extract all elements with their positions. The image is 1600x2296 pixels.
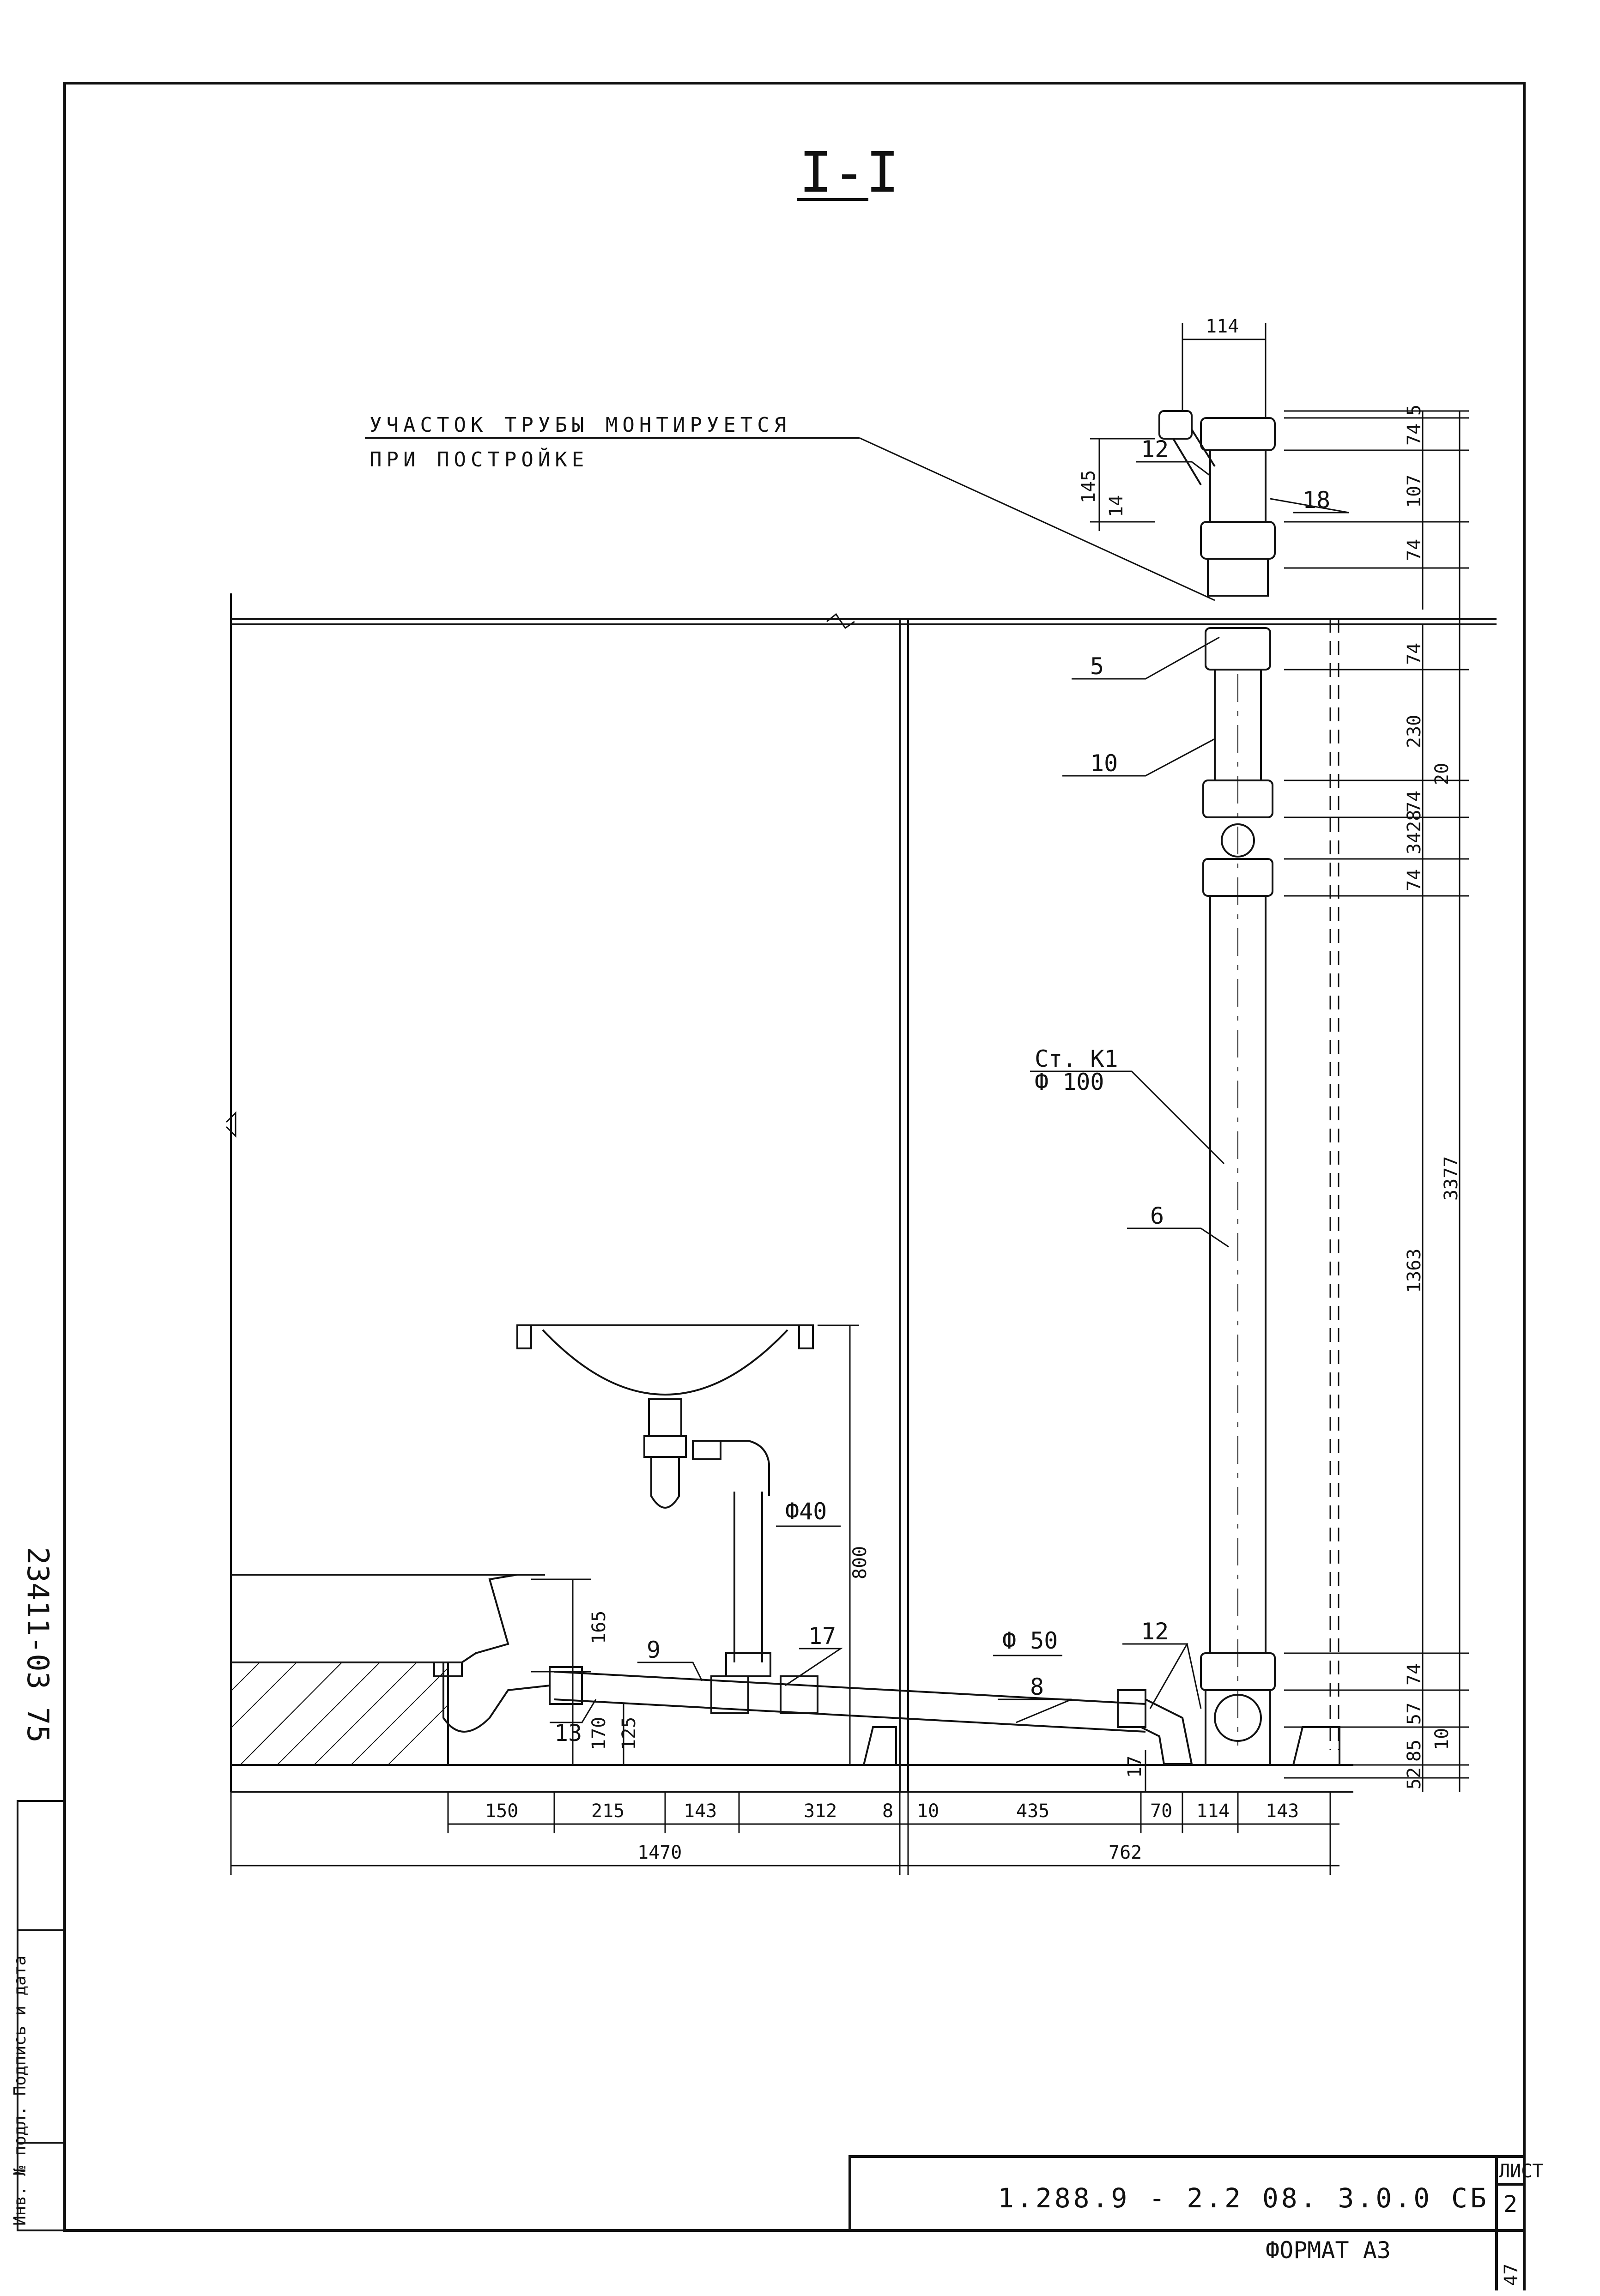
dim-125: 125 (618, 1717, 640, 1750)
side-stamp-text: Инв. № подл. Подпись и дата (11, 1956, 30, 2226)
dim-70: 70 (1150, 1801, 1172, 1822)
dim-8: 8 (882, 1801, 893, 1822)
note-leader (859, 437, 1215, 601)
dim-215: 215 (591, 1801, 624, 1822)
dim-74-d: 74 (1404, 791, 1425, 813)
drawing-frame (63, 82, 1526, 2232)
dim-74-e: 74 (1404, 869, 1425, 891)
dim-10: 10 (1431, 1728, 1453, 1750)
dim-5: 5 (1404, 405, 1425, 416)
dim-52: 52 (1404, 1767, 1425, 1789)
dim-3428: 3428 (1404, 810, 1425, 854)
dim-114-bottom: 114 (1196, 1801, 1230, 1822)
note-line-1: УЧАСТОК ТРУБЫ МОНТИРУЕТСЯ (370, 413, 791, 437)
dim-1470: 1470 (637, 1842, 682, 1863)
side-stamp-strip (17, 1800, 66, 2231)
dim-143-a: 143 (684, 1801, 717, 1822)
drawing-code: 1.288.9 - 2.2 08. 3.0.0 СБ (998, 2182, 1489, 2214)
callout-18: 18 (1303, 487, 1330, 514)
callout-17: 17 (808, 1623, 836, 1649)
dim-85: 85 (1404, 1740, 1425, 1762)
diameter-50: Ф 50 (1002, 1627, 1058, 1654)
bottom-dimension-lines (230, 1792, 1339, 1875)
callout-9: 9 (647, 1637, 661, 1663)
callout-12-bottom: 12 (1141, 1618, 1169, 1645)
dim-74-b: 74 (1404, 539, 1425, 561)
dim-114-top: 114 (1206, 316, 1239, 337)
section-title: I-I (799, 141, 899, 205)
riser-pipe (1158, 410, 1276, 1765)
washbasin (516, 1324, 814, 1509)
partition-wall (899, 619, 909, 1792)
inventory-number: 23411-03 75 (20, 1547, 55, 1743)
riser-label-line1: Ст. К1 (1035, 1045, 1118, 1072)
page-mark: 47 (1501, 2264, 1522, 2286)
bathtub-section (230, 1574, 545, 1766)
diameter-40: Ф40 (785, 1498, 827, 1525)
dim-1363: 1363 (1404, 1249, 1425, 1293)
callout-5: 5 (1090, 653, 1104, 680)
dim-143-b: 143 (1266, 1801, 1299, 1822)
riser-label-leader (1030, 1070, 1225, 1165)
dim-800: 800 (849, 1546, 871, 1579)
dim-435: 435 (1016, 1801, 1049, 1822)
sheet-number: 2 (1503, 2191, 1517, 2217)
dim-165: 165 (588, 1611, 610, 1644)
floor-slab-line (225, 593, 1497, 1792)
dim-230: 230 (1404, 715, 1425, 748)
dim-10-bottom: 10 (917, 1801, 939, 1822)
callout-6: 6 (1150, 1202, 1164, 1229)
note-line-2: ПРИ ПОСТРОЙКЕ (370, 447, 588, 471)
wall-dashed-line (1329, 619, 1339, 1750)
paper-format: ФОРМАТ А3 (1266, 2237, 1391, 2264)
top-dimension-lines (1090, 323, 1469, 1792)
dim-170: 170 (588, 1717, 610, 1750)
riser-dimension-lines (1284, 624, 1469, 1792)
dim-20: 20 (1431, 763, 1453, 785)
dim-74-a: 74 (1404, 423, 1425, 446)
callout-leaders (550, 461, 1349, 1723)
dim-17: 17 (1124, 1756, 1145, 1778)
dim-145: 145 (1078, 470, 1099, 503)
dim-14: 14 (1106, 495, 1127, 517)
title-block (848, 2155, 1526, 2290)
dim-107: 107 (1404, 475, 1425, 508)
callout-13: 13 (554, 1720, 582, 1746)
riser-label-line2: Ф 100 (1035, 1069, 1104, 1095)
dim-150: 150 (485, 1801, 518, 1822)
callout-12-top: 12 (1141, 436, 1169, 463)
dim-762: 762 (1109, 1842, 1142, 1863)
callout-8: 8 (1030, 1674, 1044, 1700)
sheet-label: ЛИСТ (1499, 2161, 1543, 2182)
dim-74-f: 74 (1404, 1663, 1425, 1686)
dim-57: 57 (1404, 1703, 1425, 1725)
dim-3377: 3377 (1441, 1156, 1462, 1201)
dim-74-c: 74 (1404, 643, 1425, 665)
callout-10: 10 (1090, 750, 1118, 777)
dim-312: 312 (804, 1801, 837, 1822)
fixture-dimension-lines (531, 1324, 1146, 1792)
